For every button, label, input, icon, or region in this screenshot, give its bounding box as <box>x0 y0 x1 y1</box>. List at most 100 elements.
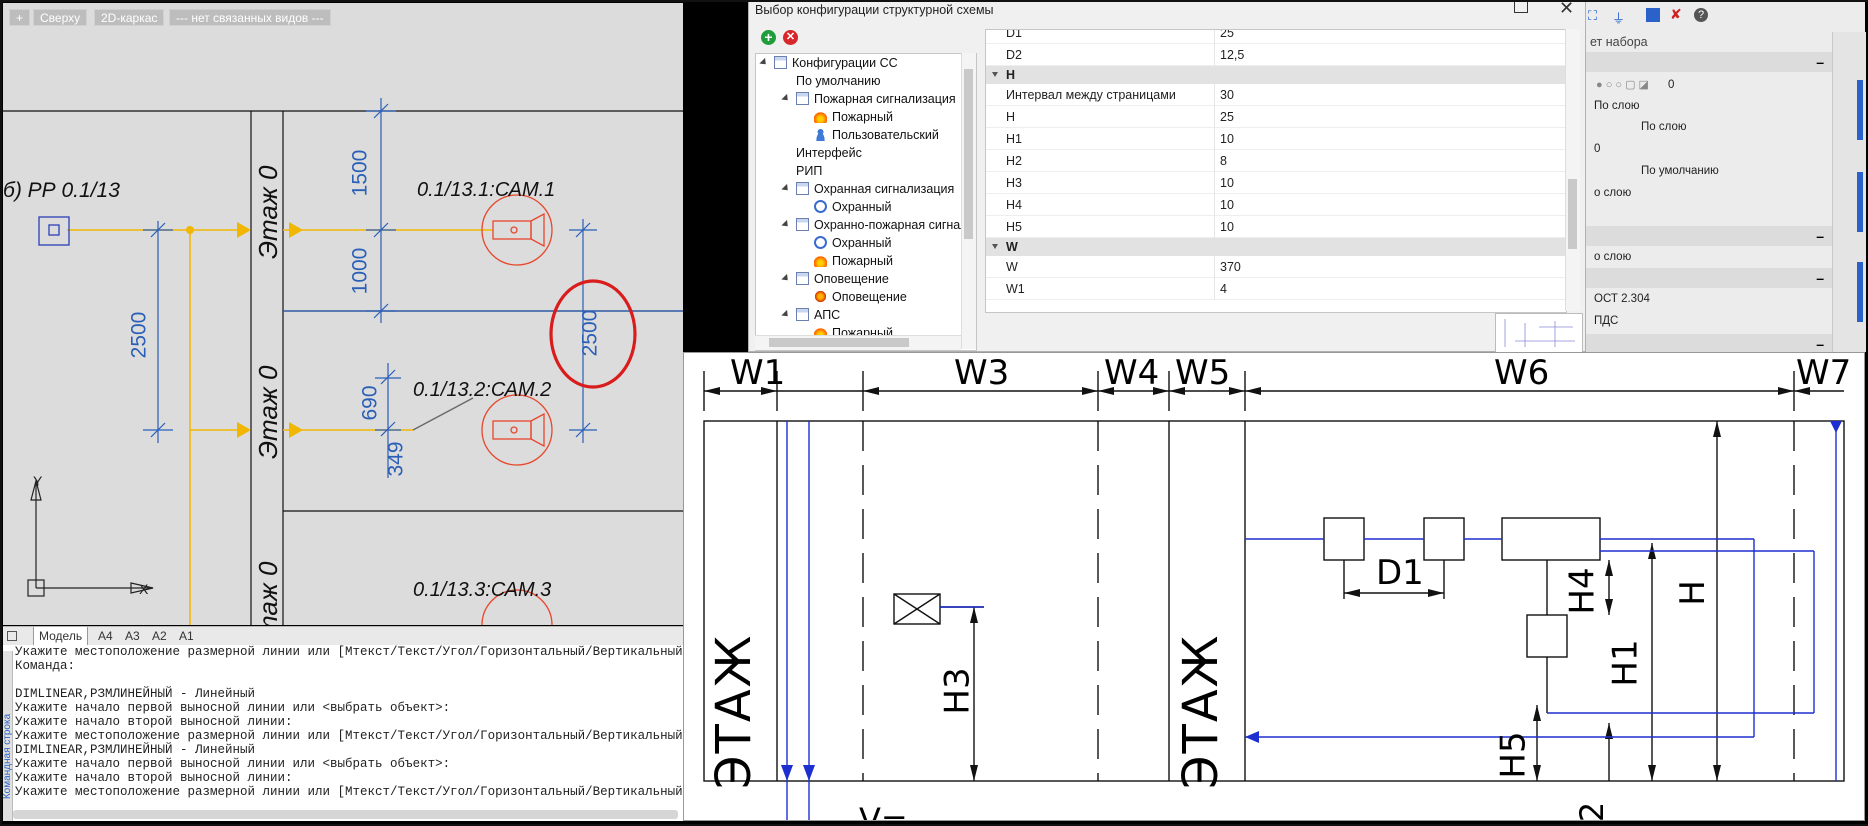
tree-item[interactable]: Пользовательский <box>814 126 939 144</box>
expand-triangle-icon[interactable] <box>781 309 791 320</box>
select-filter-icon[interactable]: ⛶ <box>1588 8 1598 23</box>
view-tab-add[interactable]: + <box>9 9 31 26</box>
expand-triangle-icon[interactable] <box>781 183 791 194</box>
side-tab-2[interactable] <box>1857 172 1863 232</box>
property-value[interactable]: 30 <box>1220 88 1234 102</box>
property-group-h[interactable]: H <box>986 66 1566 84</box>
property-value[interactable]: 10 <box>1220 220 1234 234</box>
maximize-icon[interactable] <box>1514 1 1528 13</box>
tab-a2[interactable]: A2 <box>152 629 167 643</box>
tree-item[interactable]: Охранный <box>814 234 892 252</box>
property-value[interactable]: 12,5 <box>1220 48 1245 62</box>
close-icon[interactable]: ✕ <box>1559 0 1575 18</box>
expand-triangle-icon[interactable] <box>781 273 791 284</box>
tree-item[interactable]: По умолчанию <box>796 72 881 90</box>
help-icon[interactable]: ? <box>1694 8 1708 22</box>
tabs-menu-icon[interactable] <box>7 631 17 641</box>
lineweight-value[interactable]: По умолчанию <box>1641 165 1719 177</box>
tree-vscroll-thumb[interactable] <box>964 69 973 239</box>
property-value[interactable]: 25 <box>1220 29 1234 40</box>
text-style-value[interactable]: о слою <box>1594 251 1632 263</box>
col-label-w6: W6 <box>1494 353 1550 393</box>
tree-item-label: Конфигурации СС <box>792 56 898 70</box>
grid-vscroll-thumb[interactable] <box>1568 179 1577 249</box>
property-value[interactable]: 25 <box>1220 110 1234 124</box>
section-4[interactable]: – <box>1586 334 1832 354</box>
pds-value[interactable]: ПДС <box>1594 315 1619 327</box>
tree-item[interactable]: Конфигурации СС <box>759 54 898 72</box>
tab-model[interactable]: Модель <box>33 627 89 646</box>
property-value[interactable]: 10 <box>1220 132 1234 146</box>
tree-item[interactable]: Охранная сигнализация <box>781 180 954 198</box>
tree-item[interactable]: Оповещение <box>814 288 907 306</box>
tree-vscrollbar[interactable] <box>961 53 976 349</box>
tree-item[interactable]: Охранный <box>814 198 892 216</box>
view-tab-wireframe[interactable]: 2D-каркас <box>94 9 165 26</box>
section-general[interactable]: – <box>1586 52 1832 72</box>
side-tab-3[interactable] <box>1857 262 1863 322</box>
section-2[interactable]: – <box>1586 226 1832 246</box>
dim-h1: H1 <box>1605 639 1646 687</box>
tree-item[interactable]: РИП <box>796 162 822 180</box>
delete-config-icon[interactable]: ✕ <box>783 30 798 45</box>
expand-triangle-icon[interactable] <box>759 57 769 68</box>
property-group-w[interactable]: W <box>986 238 1566 256</box>
command-console[interactable]: Командная строка Укажите местоположение … <box>3 645 683 821</box>
add-config-icon[interactable]: + <box>761 30 776 45</box>
scale-value[interactable]: 0 <box>1594 143 1601 155</box>
console-scrollbar[interactable] <box>13 810 678 819</box>
tab-a4[interactable]: A4 <box>98 629 113 643</box>
filter-icon[interactable]: ⏚ <box>1612 11 1626 26</box>
console-side-tab[interactable]: Командная строка <box>3 651 13 821</box>
color-value[interactable]: По слою <box>1594 100 1640 112</box>
tab-a3[interactable]: A3 <box>125 629 140 643</box>
tree-item-label: Интерфейс <box>796 146 862 160</box>
deselect-icon[interactable]: ✘ <box>1670 6 1682 22</box>
gost-value[interactable]: ОСТ 2.304 <box>1594 293 1650 305</box>
grid-vscrollbar[interactable] <box>1565 29 1580 311</box>
pick-select-icon[interactable] <box>1646 8 1660 22</box>
layer-state-icons[interactable]: ● ○ ○ ▢ ◪ <box>1596 79 1649 91</box>
tree-item[interactable]: Оповещение <box>781 270 889 288</box>
cad-viewport[interactable]: + Сверху 2D-каркас --- нет связанных вид… <box>3 3 683 625</box>
property-value[interactable]: 4 <box>1220 282 1227 296</box>
expand-triangle-icon[interactable] <box>781 93 791 104</box>
tree-item[interactable]: Пожарный <box>814 252 893 270</box>
side-tab-1[interactable] <box>1857 80 1863 140</box>
collapse-triangle-icon[interactable] <box>992 244 998 249</box>
property-value[interactable]: 10 <box>1220 176 1234 190</box>
transparency-value[interactable]: о слою <box>1594 187 1632 199</box>
property-value[interactable]: 10 <box>1220 198 1234 212</box>
tree-item-label: Охранный <box>832 200 892 214</box>
panel-header: ет набора <box>1590 35 1648 49</box>
view-tab-no-linked-views[interactable]: --- нет связанных видов --- <box>169 9 331 26</box>
tree-hscroll-thumb[interactable] <box>769 338 909 347</box>
collapse-triangle-icon[interactable] <box>992 72 998 77</box>
view-tab-top[interactable]: Сверху <box>33 9 88 26</box>
expand-triangle-icon[interactable] <box>781 219 791 230</box>
property-value[interactable]: 8 <box>1220 154 1227 168</box>
tree-item[interactable]: Интерфейс <box>796 144 862 162</box>
tree-item[interactable]: Охранно-пожарная сигнал <box>781 216 968 234</box>
property-value[interactable]: 370 <box>1220 260 1241 274</box>
tree-hscrollbar[interactable] <box>755 335 961 350</box>
tree-item[interactable]: Пожарный <box>814 108 893 126</box>
tree-item[interactable]: АПС <box>781 306 840 324</box>
tab-a1[interactable]: A1 <box>179 629 194 643</box>
section-3[interactable]: – <box>1586 268 1832 288</box>
tree-item[interactable]: Пожарная сигнализация <box>781 90 956 108</box>
linetype-value[interactable]: По слою <box>1641 121 1687 133</box>
